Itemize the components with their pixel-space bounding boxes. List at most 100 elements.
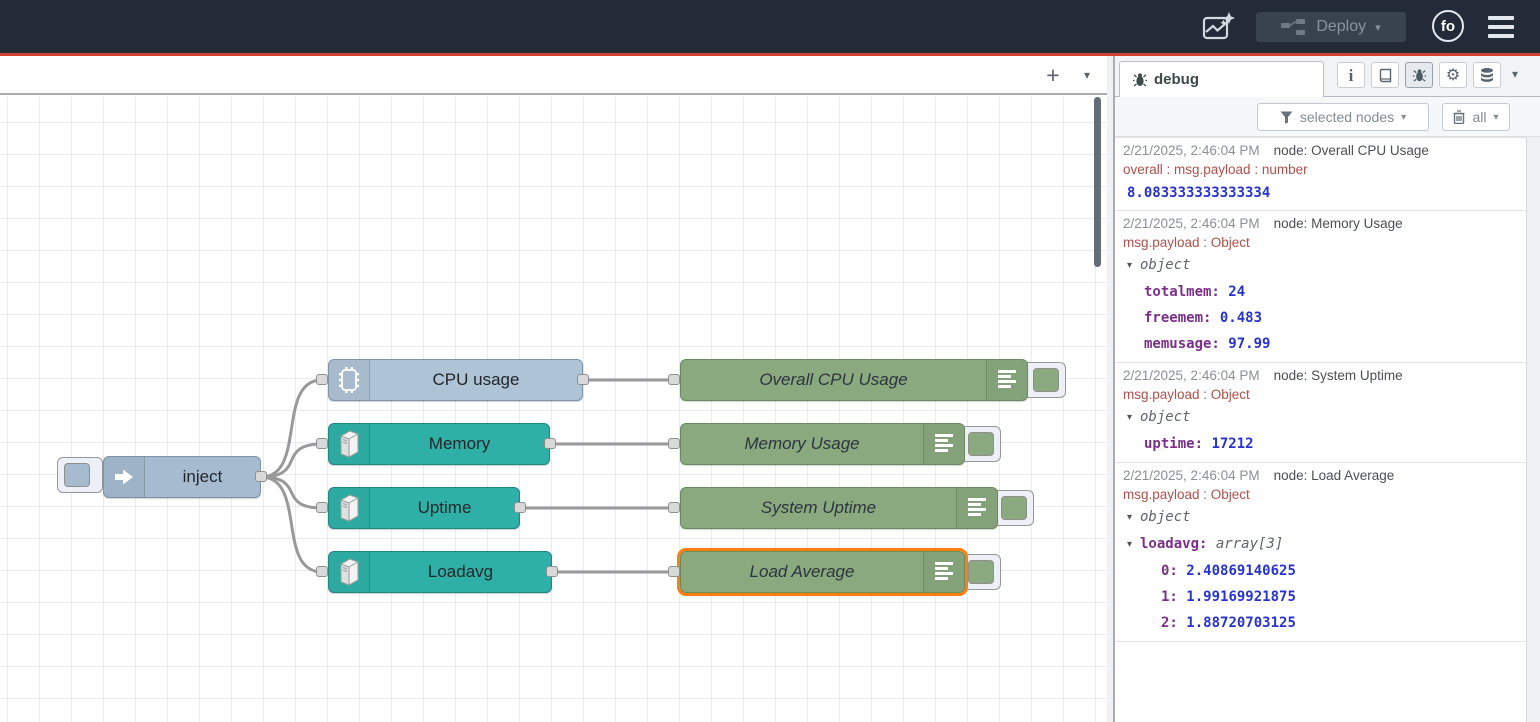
debug-list-scrollbar-track[interactable]	[1527, 137, 1540, 722]
message-meta: 2/21/2025, 2:46:04 PMnode: Load Average	[1123, 466, 1518, 485]
message-topic: overall : msg.payload : number	[1123, 160, 1518, 179]
inject-trigger-button[interactable]	[57, 457, 103, 493]
debug-message[interactable]: 2/21/2025, 2:46:04 PMnode: Load Averagem…	[1115, 463, 1526, 642]
node-cpu-usage[interactable]: CPU usage	[328, 359, 583, 401]
node-debug-uptime[interactable]: System Uptime	[680, 487, 998, 529]
book-icon[interactable]	[1371, 62, 1399, 88]
property-key: 0:	[1161, 563, 1186, 579]
node-debug-memory[interactable]: Memory Usage	[680, 423, 965, 465]
bug-icon	[1132, 72, 1148, 88]
message-timestamp: 2/21/2025, 2:46:04 PM	[1123, 368, 1260, 383]
deploy-caret-icon[interactable]: ▾	[1375, 21, 1381, 34]
node-label: System Uptime	[681, 498, 956, 518]
port-input[interactable]	[316, 374, 328, 385]
message-row: 8.083333333333334	[1123, 179, 1518, 205]
message-topic: msg.payload : Object	[1123, 233, 1518, 252]
sidebar-collapse-caret-icon[interactable]: ▾	[1512, 67, 1518, 81]
property-value: 24	[1228, 284, 1245, 300]
object-type-label: object	[1140, 257, 1191, 273]
node-memory[interactable]: Memory	[328, 423, 550, 465]
gear-icon[interactable]: ⚙	[1439, 62, 1467, 88]
tab-debug-label: debug	[1154, 71, 1199, 88]
debug-lines-icon	[923, 424, 964, 464]
message-topic: msg.payload : Object	[1123, 485, 1518, 504]
canvas-vertical-scrollbar[interactable]	[1094, 97, 1101, 267]
port-output[interactable]	[577, 374, 589, 385]
debug-message[interactable]: 2/21/2025, 2:46:04 PM node: Overall CPU U…	[1115, 138, 1526, 211]
computer-tower-icon	[329, 488, 370, 528]
debug-toggle-pad	[1001, 496, 1027, 520]
deploy-button[interactable]: Deploy ▾	[1256, 12, 1406, 42]
node-debug-overall-cpu[interactable]: Overall CPU Usage	[680, 359, 1028, 401]
message-meta: 2/21/2025, 2:46:04 PM node: Overall CPU U…	[1123, 141, 1518, 160]
caret-down-icon: ▾	[1493, 112, 1498, 123]
message-row: totalmem: 24	[1123, 279, 1518, 305]
debug-clear-label: all	[1472, 109, 1486, 125]
message-source-node: node: Overall CPU Usage	[1274, 143, 1429, 158]
debug-filter-label: selected nodes	[1300, 109, 1394, 125]
array-type-label: array[3]	[1216, 536, 1283, 552]
port-input[interactable]	[316, 566, 328, 577]
node-inject[interactable]: inject	[103, 456, 261, 498]
node-uptime[interactable]: Uptime	[328, 487, 520, 529]
expand-caret-icon: ▾	[1127, 253, 1140, 279]
port-input[interactable]	[668, 566, 680, 577]
port-input[interactable]	[316, 438, 328, 449]
debug-message[interactable]: 2/21/2025, 2:46:04 PMnode: System Uptime…	[1115, 363, 1526, 463]
port-input[interactable]	[316, 502, 328, 513]
node-debug-loadavg[interactable]: Load Average	[680, 551, 965, 593]
flow-canvas[interactable]: inject CPU usage	[0, 97, 1107, 722]
port-input[interactable]	[668, 502, 680, 513]
expand-caret-icon: ▾	[1127, 405, 1140, 431]
node-label: Load Average	[681, 562, 923, 582]
flow-list-caret-icon[interactable]: ▾	[1076, 64, 1098, 86]
funnel-icon	[1280, 111, 1293, 124]
port-output[interactable]	[255, 471, 267, 482]
debug-clear-button[interactable]: all ▾	[1442, 103, 1510, 131]
debug-filter-button[interactable]: selected nodes ▾	[1257, 103, 1429, 131]
node-loadavg[interactable]: Loadavg	[328, 551, 552, 593]
port-output[interactable]	[514, 502, 526, 513]
tab-debug[interactable]: debug	[1119, 61, 1324, 97]
message-row[interactable]: ▾object	[1123, 252, 1518, 279]
payload-value: 8.083333333333334	[1127, 185, 1270, 201]
debug-lines-icon	[986, 360, 1027, 400]
port-input[interactable]	[668, 374, 680, 385]
node-label: Uptime	[370, 498, 519, 518]
property-key: 1:	[1161, 589, 1186, 605]
debug-message[interactable]: 2/21/2025, 2:46:04 PMnode: Memory Usagem…	[1115, 211, 1526, 363]
info-icon[interactable]: i	[1337, 62, 1365, 88]
hamburger-menu-icon[interactable]	[1486, 16, 1516, 38]
message-timestamp: 2/21/2025, 2:46:04 PM	[1123, 468, 1260, 483]
message-row[interactable]: ▾object	[1123, 404, 1518, 431]
port-input[interactable]	[668, 438, 680, 449]
bug-icon[interactable]	[1405, 62, 1433, 88]
message-row: freemem: 0.483	[1123, 305, 1518, 331]
message-row[interactable]: ▾object	[1123, 504, 1518, 531]
user-avatar[interactable]: fo	[1432, 10, 1464, 42]
message-source-node: node: Memory Usage	[1274, 216, 1403, 231]
object-type-label: object	[1140, 509, 1191, 525]
message-row: 2: 1.88720703125	[1123, 610, 1518, 636]
node-label: inject	[145, 467, 260, 487]
property-key: totalmem:	[1144, 284, 1228, 300]
message-timestamp: 2/21/2025, 2:46:04 PM	[1123, 143, 1260, 158]
add-flow-button[interactable]: +	[1040, 60, 1066, 90]
flow-sparkle-icon[interactable]	[1200, 10, 1236, 44]
message-row: uptime: 17212	[1123, 431, 1518, 457]
port-output[interactable]	[546, 566, 558, 577]
sidebar: debug i ⚙	[1115, 56, 1540, 722]
property-key: freemem:	[1144, 310, 1220, 326]
sidebar-splitter[interactable]	[1107, 56, 1115, 722]
debug-message-list[interactable]: 2/21/2025, 2:46:04 PM node: Overall CPU U…	[1115, 137, 1527, 722]
avatar-initials: fo	[1441, 18, 1455, 35]
property-value: 1.99169921875	[1186, 589, 1296, 605]
database-icon[interactable]	[1473, 62, 1501, 88]
message-topic: msg.payload : Object	[1123, 385, 1518, 404]
port-output[interactable]	[544, 438, 556, 449]
property-key: uptime:	[1144, 436, 1211, 452]
debug-toggle-pad	[968, 432, 994, 456]
message-row[interactable]: ▾loadavg: array[3]	[1123, 531, 1518, 558]
property-key: memusage:	[1144, 336, 1228, 352]
property-value: 97.99	[1228, 336, 1270, 352]
